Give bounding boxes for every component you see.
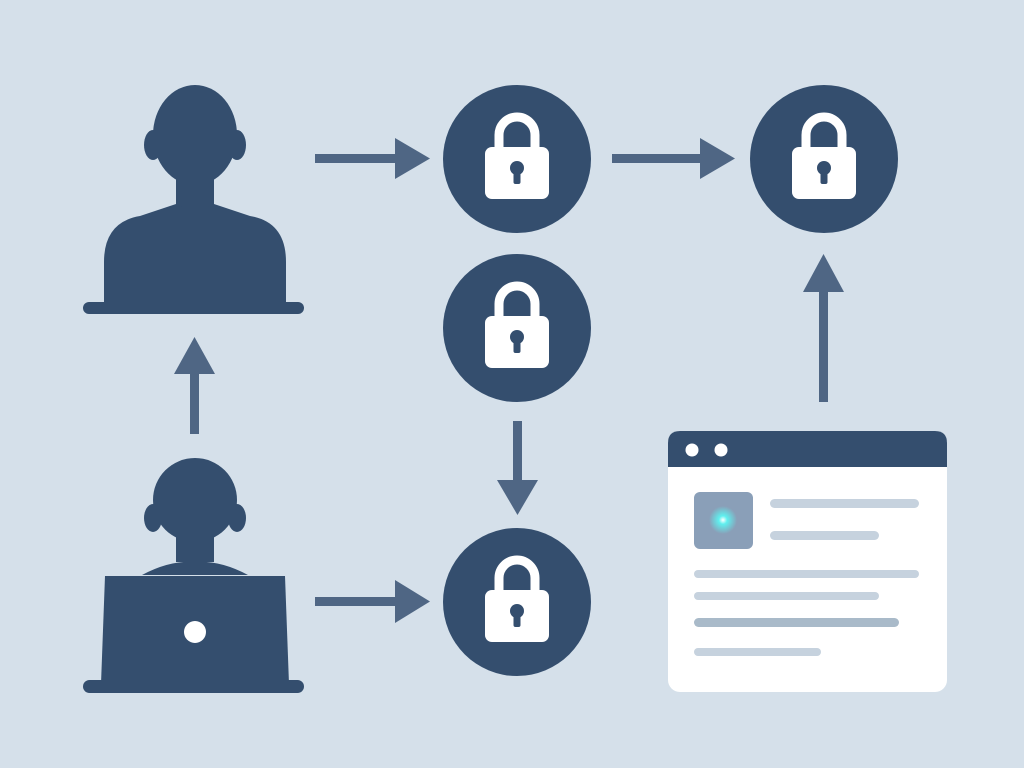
lock-top-middle	[443, 85, 591, 233]
person-with-laptop-icon	[83, 458, 304, 693]
arrow-user-top-to-lock	[315, 138, 430, 179]
arrow-user-bottom-to-user-top	[174, 337, 215, 434]
browser-window-icon	[668, 431, 947, 692]
text-line	[770, 499, 919, 508]
arrow-lock-to-lock-right	[612, 138, 735, 179]
arrow-lock-center-to-lock-bottom	[497, 421, 538, 515]
window-dot-icon	[714, 443, 728, 457]
laptop-logo-icon	[184, 621, 206, 643]
person-at-desk-icon	[83, 85, 304, 314]
window-dot-icon	[685, 443, 699, 457]
arrow-browser-to-lock-right	[803, 254, 844, 402]
lock-top-right	[750, 85, 898, 233]
lock-center	[443, 254, 591, 402]
text-line	[694, 570, 919, 578]
lock-bottom-middle	[443, 528, 591, 676]
browser-title-bar	[668, 431, 947, 467]
arrow-user-bottom-to-lock-bottom	[315, 580, 430, 623]
text-line	[770, 531, 879, 540]
text-line	[694, 592, 879, 600]
text-line	[694, 648, 821, 656]
glow-dot-icon	[709, 506, 737, 534]
text-line	[694, 618, 899, 627]
